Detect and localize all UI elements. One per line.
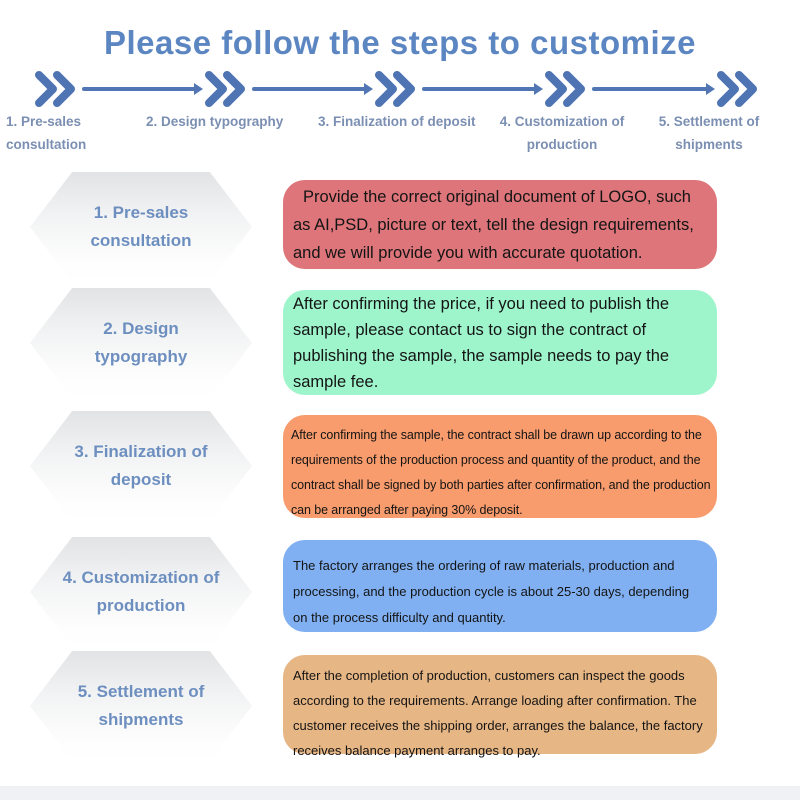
timeline-arrow-line [82,83,203,95]
step-description-box-4: The factory arranges the ordering of raw… [283,540,717,632]
step-description-box-3: After confirming the sample, the contrac… [283,415,717,518]
page-title: Please follow the steps to customize [104,24,696,61]
step-hexagon-3: 3. Finalization of deposit [30,411,252,521]
step-description-box-5: After the completion of production, cust… [283,655,717,758]
double-chevron-icon [202,70,248,108]
step-description-text: After the completion of production, cust… [293,668,703,758]
step-hexagon-label: 4. Customization of production [62,568,220,615]
step-hexagon-4: 4. Customization of production [30,537,252,647]
step-description-text: The factory arranges the ordering of raw… [293,558,690,625]
timeline-step-label-3: 3. Finalization of deposit [318,114,476,129]
step-hexagon-2: 2. Design typography [30,288,252,398]
timeline-step-label-5: 5. Settlement of shipments [658,114,760,152]
step-hexagon-label: 1. Pre-sales consultation [90,203,192,250]
timeline-step-label-4: 4. Customization of production [499,114,625,152]
step-description-text: Provide the correct original document of… [293,188,694,262]
timeline-arrow-line [422,83,543,95]
step-hexagon-1: 1. Pre-sales consultation [30,172,252,282]
bottom-divider-strip [0,786,800,800]
double-chevron-icon [372,70,418,108]
step-description-text: After confirming the price, if you need … [293,295,670,391]
step-hexagon-label: 3. Finalization of deposit [74,442,208,489]
double-chevron-icon [714,70,760,108]
timeline-step-label-2: 2. Design typography [146,114,284,129]
double-chevron-icon [32,70,78,108]
step-hexagon-5: 5. Settlement of shipments [30,651,252,761]
step-description-text: After confirming the sample, the contrac… [291,428,711,517]
step-description-box-2: After confirming the price, if you need … [283,290,717,395]
timeline-step-label-1: 1. Pre-sales consultation [6,114,87,152]
step-hexagon-label: 2. Design typography [94,319,188,366]
timeline-arrow-line [252,83,373,95]
double-chevron-icon [542,70,588,108]
timeline-arrow-line [592,83,715,95]
step-hexagon-label: 5. Settlement of shipments [77,682,205,729]
step-description-box-1: Provide the correct original document of… [283,180,717,269]
